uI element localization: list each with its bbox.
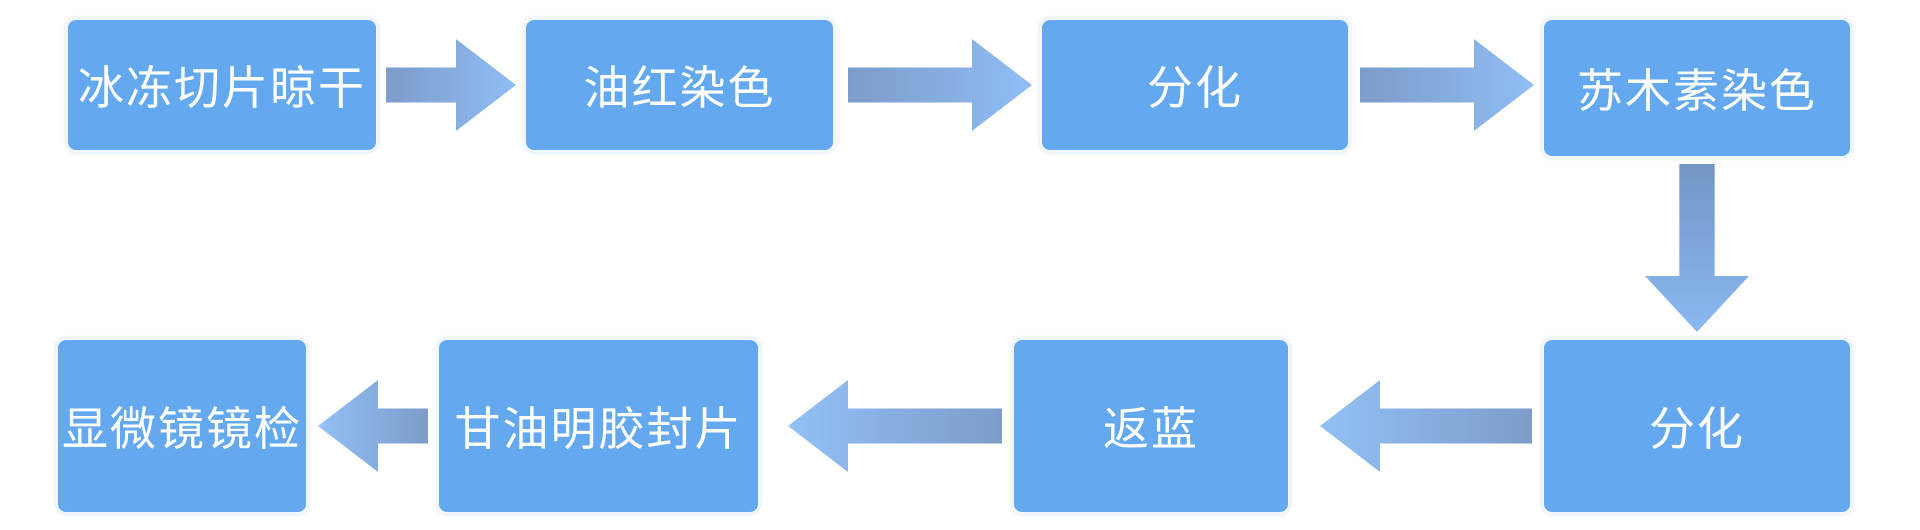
flow-step-differentiation-1: 分化 [1040, 18, 1350, 152]
flow-step-oil-red-staining: 油红染色 [524, 18, 835, 152]
flow-arrow-left-1 [1320, 380, 1532, 472]
flow-step-microscope-examination: 显微镜镜检 [56, 338, 308, 514]
flow-arrow-left-3 [318, 380, 428, 472]
flow-arrow-down [1645, 164, 1749, 332]
flow-step-differentiation-2: 分化 [1542, 338, 1852, 514]
flow-arrow-right-3 [1360, 39, 1534, 131]
flow-step-frozen-section-air-dry: 冰冻切片晾干 [66, 18, 378, 152]
flow-arrow-right-2 [848, 39, 1032, 131]
flow-step-glycerin-gelatin-mounting: 甘油明胶封片 [437, 338, 760, 514]
flow-arrow-left-2 [788, 380, 1002, 472]
flow-step-bluing: 返蓝 [1012, 338, 1290, 514]
flow-arrow-right-1 [386, 39, 516, 131]
flow-step-hematoxylin-staining: 苏木素染色 [1542, 18, 1852, 158]
